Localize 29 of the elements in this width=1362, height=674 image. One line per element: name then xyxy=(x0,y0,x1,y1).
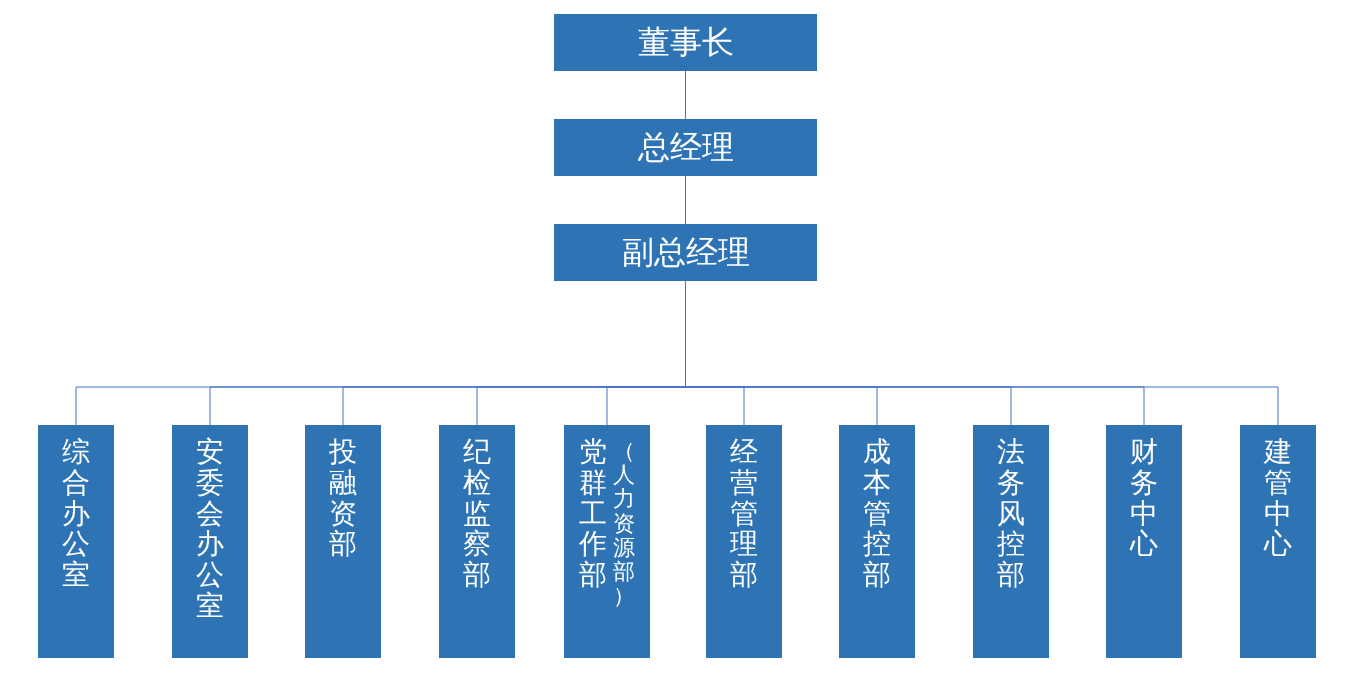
department-name: 财务中心 xyxy=(1130,437,1158,561)
department-name: 综合办公室 xyxy=(62,437,90,591)
department-note: （人力资源部） xyxy=(613,439,635,609)
department-box xyxy=(1240,425,1316,658)
department-name: 安委会办公室 xyxy=(196,437,224,622)
position-title: 总经理 xyxy=(637,126,734,168)
department-name: 纪检监察部 xyxy=(463,437,491,591)
position-title: 副总经理 xyxy=(621,231,750,273)
department-box xyxy=(1106,425,1182,658)
department-box xyxy=(973,425,1049,658)
department-name: 投融资部 xyxy=(329,437,357,561)
position-box xyxy=(554,119,817,176)
department-box xyxy=(38,425,114,658)
department-name: 法务风控部 xyxy=(997,437,1025,591)
department-name: 成本管控部 xyxy=(863,437,891,591)
position-box xyxy=(554,224,817,281)
department-box xyxy=(564,425,650,658)
department-name: 党群工作部 xyxy=(579,437,607,591)
department-box xyxy=(839,425,915,658)
department-box xyxy=(305,425,381,658)
position-box xyxy=(554,14,817,71)
position-title: 董事长 xyxy=(637,21,734,63)
department-name: 建管中心 xyxy=(1264,437,1292,561)
department-box xyxy=(439,425,515,658)
connector-line xyxy=(685,175,686,225)
department-name: 经营管理部 xyxy=(730,437,758,591)
connector-line xyxy=(685,70,686,120)
department-box xyxy=(706,425,782,658)
department-box xyxy=(172,425,248,658)
